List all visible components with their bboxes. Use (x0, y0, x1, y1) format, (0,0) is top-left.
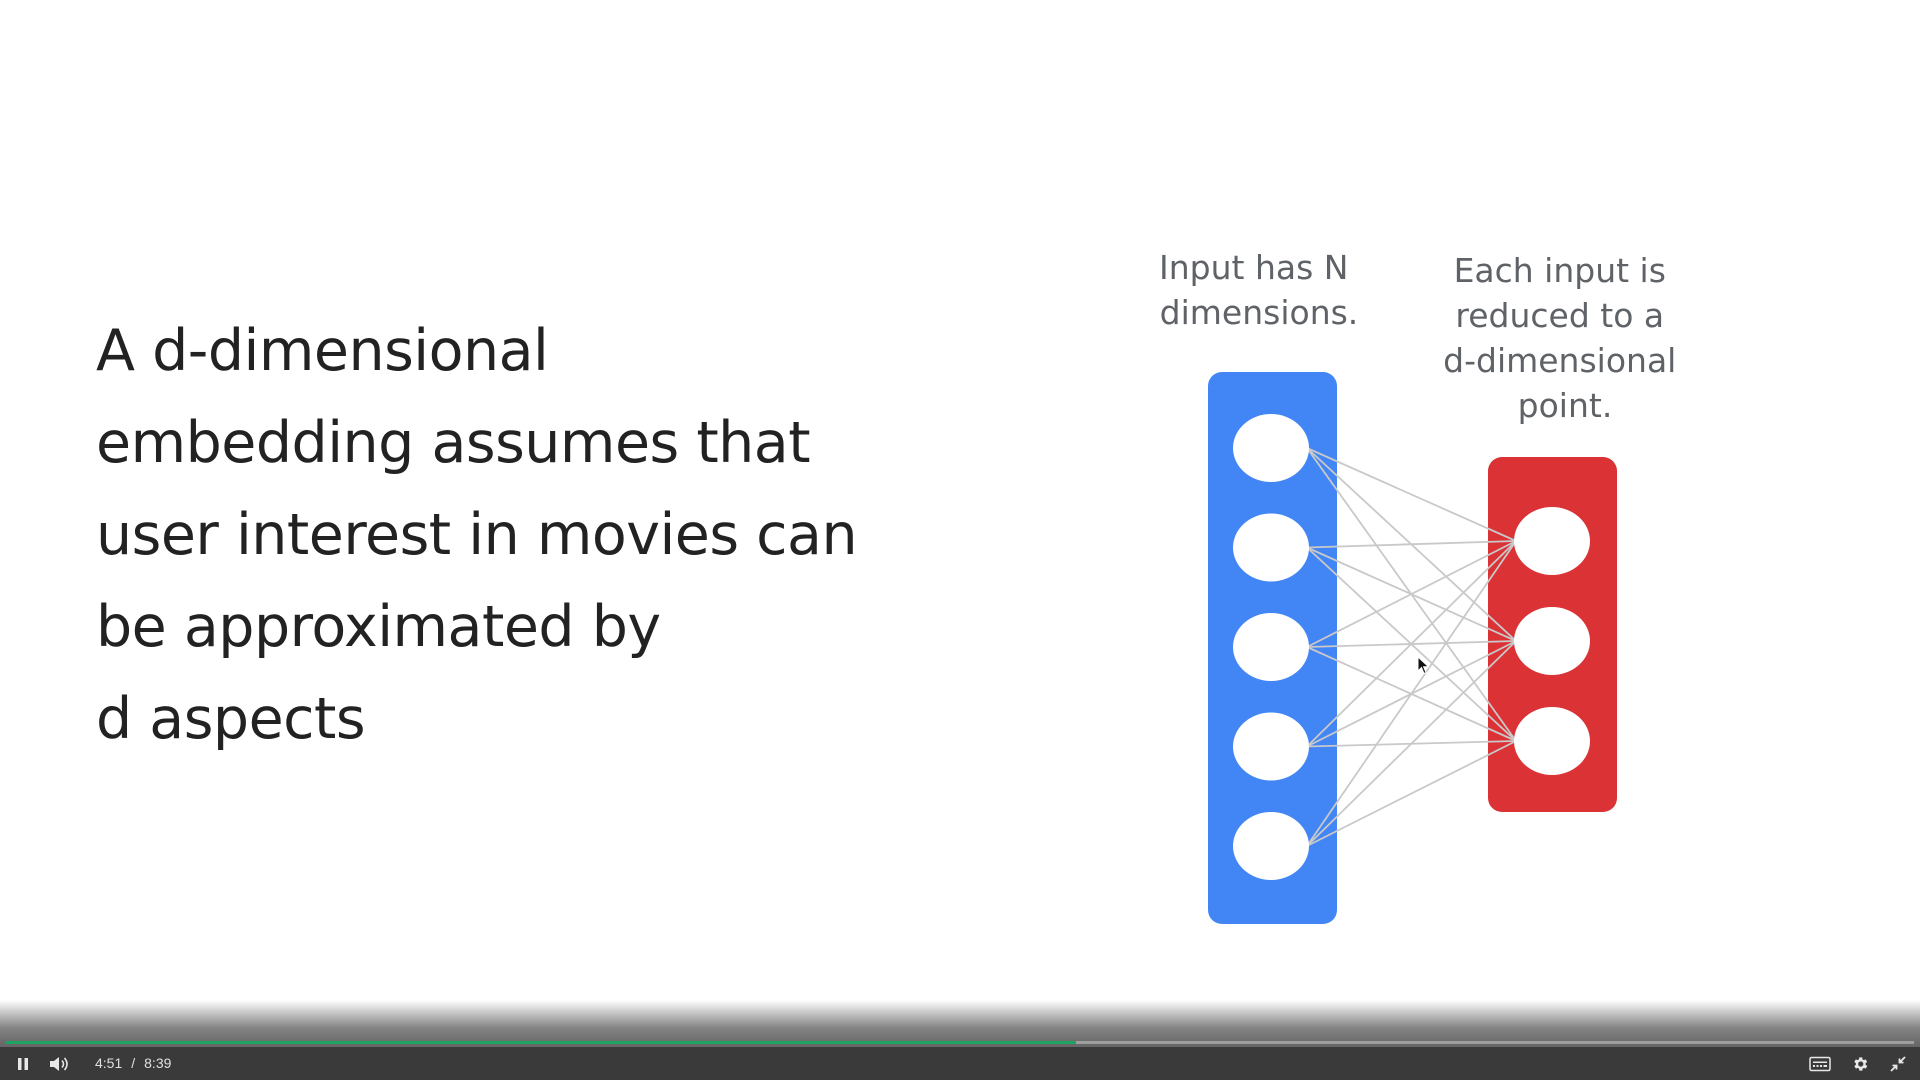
player-controls: 4:51 / 8:39 (0, 1000, 1920, 1080)
slide-line: embedding assumes that (96, 410, 811, 476)
current-time: 4:51 (95, 1055, 123, 1071)
exit-fullscreen-icon (1890, 1055, 1906, 1072)
connection-edge (1306, 540, 1517, 648)
output-caption-line: reduced to a (1455, 296, 1664, 335)
captions-icon (1809, 1056, 1831, 1071)
captions-button[interactable] (1806, 1047, 1834, 1080)
output-caption-line: Each input is (1454, 251, 1666, 290)
connection-edge (1306, 540, 1517, 748)
input-caption-line: Input has N (1159, 248, 1348, 287)
slide-text: A d-dimensional embedding assumes that u… (96, 305, 976, 765)
output-node (1514, 707, 1590, 775)
duration: 8:39 (144, 1055, 172, 1071)
settings-button[interactable] (1846, 1047, 1874, 1080)
output-node (1514, 607, 1590, 675)
connection-edge (1306, 640, 1517, 847)
slide-line: user interest in movies can (96, 502, 858, 568)
pause-icon (18, 1057, 28, 1070)
input-node (1233, 613, 1309, 681)
input-node (1233, 712, 1309, 781)
progress-bar[interactable] (6, 1041, 1914, 1044)
output-caption-line: d-dimensional (1443, 341, 1676, 380)
input-nodes (1233, 414, 1309, 880)
volume-button[interactable] (46, 1047, 74, 1080)
connection-edge (1306, 447, 1517, 542)
pause-button[interactable] (10, 1047, 36, 1080)
mouse-cursor-icon (1417, 656, 1430, 675)
progress-fill (6, 1041, 1077, 1044)
input-node (1233, 513, 1309, 582)
output-caption-line: point. (1518, 386, 1613, 425)
input-node (1233, 414, 1309, 482)
connection-edge (1306, 540, 1517, 847)
input-caption: Input has N dimensions. (1159, 248, 1359, 332)
slide-line: A d-dimensional (96, 318, 549, 384)
gear-icon (1854, 1056, 1868, 1071)
input-node (1233, 812, 1309, 880)
volume-icon (50, 1056, 68, 1071)
connection-edge (1306, 740, 1517, 847)
output-nodes (1514, 507, 1590, 775)
control-bar: 4:51 / 8:39 (0, 1047, 1920, 1080)
output-node (1514, 507, 1590, 575)
connection-edges (1306, 447, 1517, 847)
slide-line: d aspects (96, 686, 366, 752)
connection-edge (1306, 540, 1517, 549)
time-display: 4:51 / 8:39 (95, 1047, 171, 1080)
exit-fullscreen-button[interactable] (1884, 1047, 1912, 1080)
output-caption: Each input is reduced to a d-dimensional… (1443, 251, 1687, 425)
input-caption-line: dimensions. (1160, 293, 1359, 332)
slide-line: be approximated by (96, 594, 661, 660)
time-separator: / (131, 1055, 136, 1071)
